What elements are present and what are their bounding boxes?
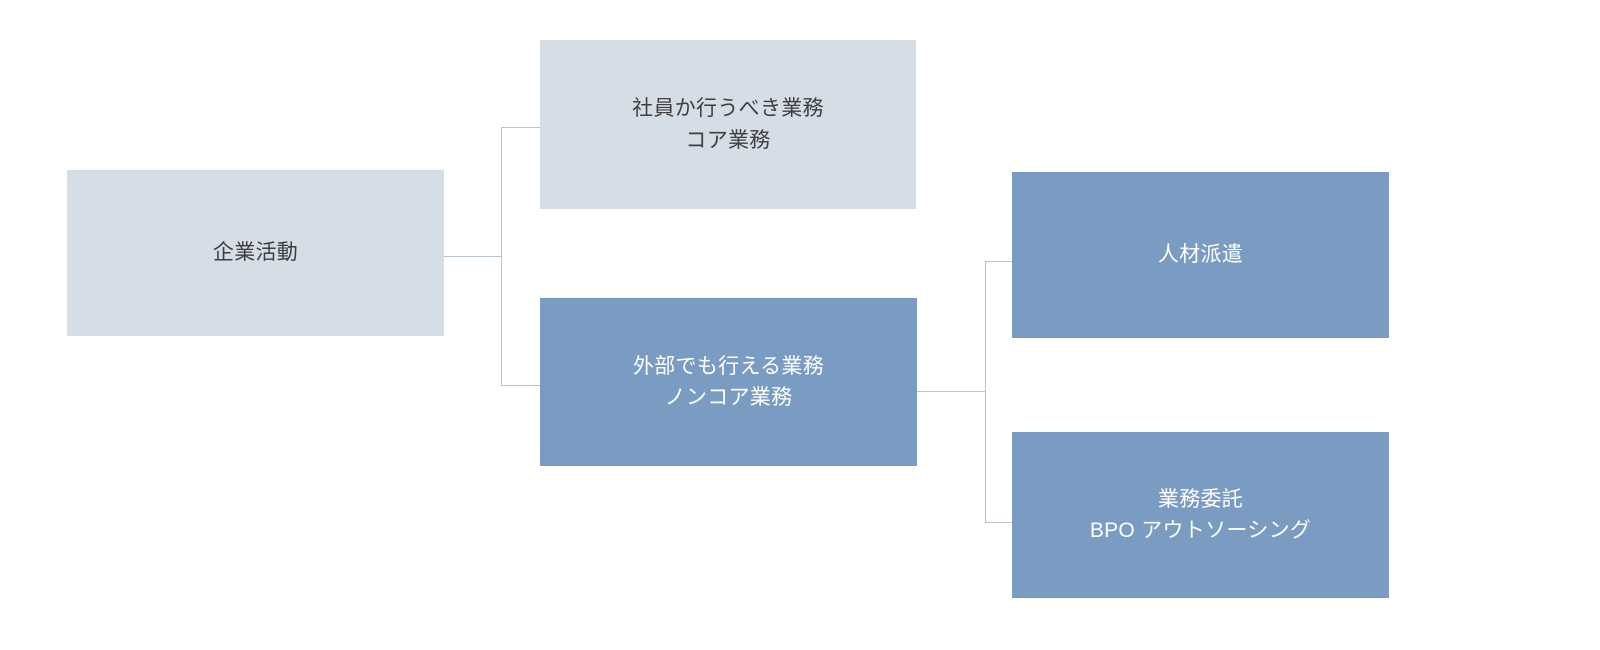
connector-branch-to-dispatch [985, 261, 1013, 262]
node-business-outsourcing-line-1: 業務委託 [1157, 487, 1244, 511]
node-business-outsourcing[interactable]: 業務委託 BPO アウトソーシング [1012, 432, 1389, 598]
connector-root-to-branch [444, 256, 502, 257]
connector-branch-to-bpo [985, 522, 1013, 523]
node-core-business-line-2: コア業務 [685, 128, 771, 152]
node-core-business-line-1: 社員か行うべき業務 [632, 97, 824, 120]
node-noncore-business-line-1: 外部でも行える業務 [632, 354, 825, 378]
node-core-business[interactable]: 社員か行うべき業務 コア業務 [540, 40, 916, 209]
node-temporary-staffing-line-1: 人材派遣 [1157, 243, 1244, 267]
node-noncore-business[interactable]: 外部でも行える業務 ノンコア業務 [540, 298, 917, 466]
node-corporate-activity-line-1: 企業活動 [212, 241, 299, 265]
connector-branch-to-core [501, 127, 541, 128]
connector-noncore-to-branch [916, 391, 985, 392]
node-corporate-activity[interactable]: 企業活動 [67, 170, 444, 336]
connector-branch-to-noncore [501, 385, 541, 386]
node-temporary-staffing[interactable]: 人材派遣 [1012, 172, 1389, 338]
connector-right-spine [985, 261, 986, 523]
node-business-outsourcing-line-2: BPO アウトソーシング [1089, 519, 1312, 542]
connector-left-spine [501, 127, 502, 386]
node-noncore-business-line-2: ノンコア業務 [664, 386, 793, 409]
